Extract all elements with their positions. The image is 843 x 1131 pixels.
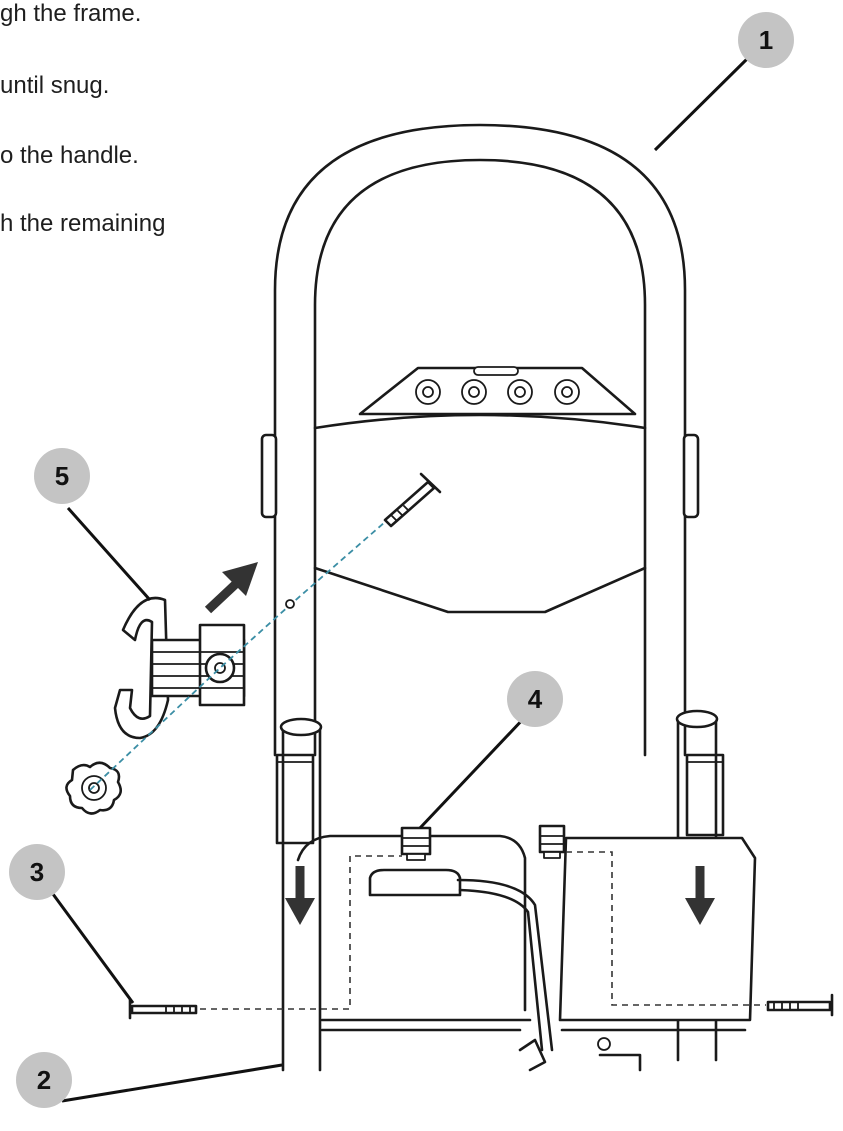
base-frame [279, 709, 757, 1072]
callout-2: 2 [16, 1052, 72, 1108]
callout-4: 4 [507, 671, 563, 727]
bolt-left [128, 998, 198, 1020]
hose-holder [113, 596, 246, 740]
mount-direction-arrow [204, 562, 258, 614]
instruction-line-4: h the remaining [0, 210, 166, 237]
instruction-line-1: gh the frame. [0, 0, 142, 27]
holder-guide-line [89, 521, 386, 791]
nut-left [400, 826, 432, 861]
nut-right [538, 824, 566, 859]
instruction-line-2: until snug. [0, 72, 110, 99]
handle-frame [260, 123, 725, 845]
callout-3-label: 3 [30, 857, 44, 887]
callout-3: 3 [9, 844, 65, 900]
down-arrow-left [285, 866, 315, 925]
callout-5-label: 5 [55, 461, 69, 491]
callout-4-label: 4 [528, 684, 543, 714]
callout-5: 5 [34, 448, 90, 504]
control-panel [313, 366, 647, 614]
callout-1: 1 [738, 12, 794, 68]
holder-screw [383, 472, 442, 528]
leader-5 [66, 507, 152, 601]
leader-4 [418, 714, 528, 830]
callout-1-label: 1 [759, 25, 773, 55]
bolt-right [766, 993, 834, 1017]
leader-1 [653, 56, 750, 152]
leader-2 [61, 1063, 283, 1103]
right-bolt-guide-line [566, 851, 766, 1006]
callout-2-label: 2 [37, 1065, 51, 1095]
panel-ports [415, 379, 580, 405]
instruction-line-3: o the handle. [0, 142, 139, 169]
hose-holder-knob [65, 761, 123, 815]
leader-3 [48, 889, 135, 1004]
down-arrow-right [685, 866, 715, 925]
